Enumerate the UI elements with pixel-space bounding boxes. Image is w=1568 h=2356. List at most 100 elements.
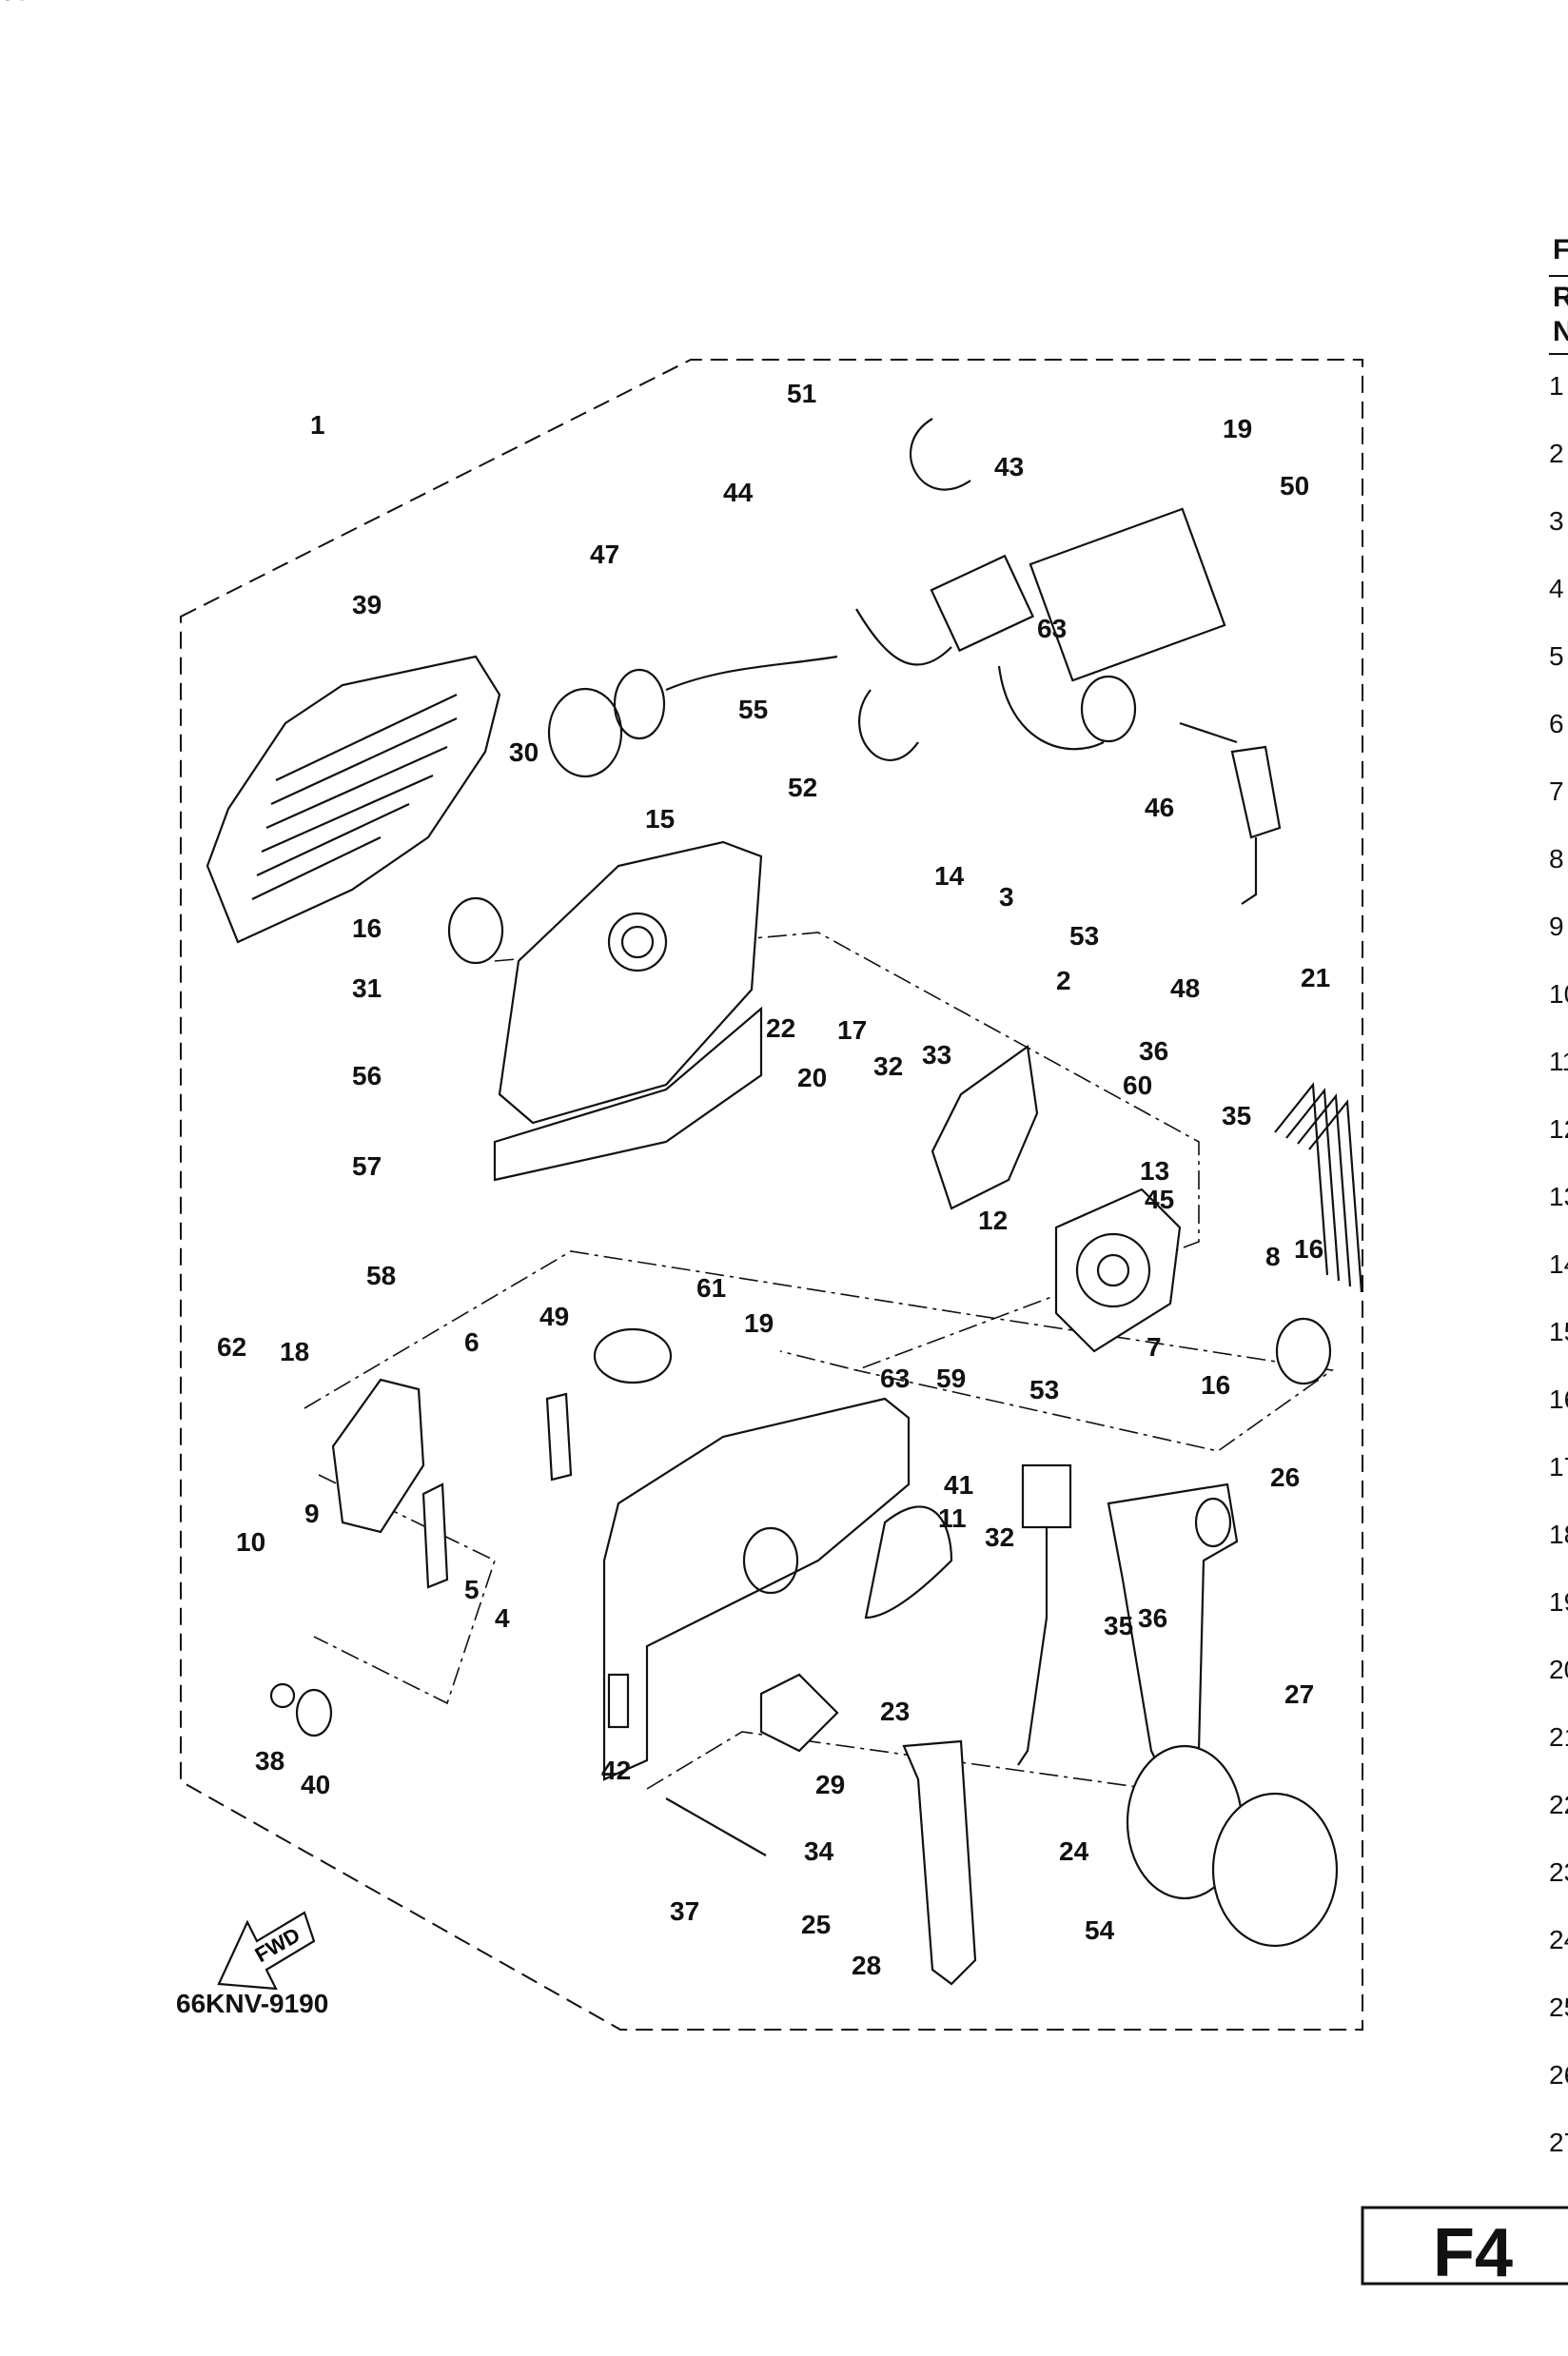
table-ref-2: 2	[1549, 439, 1564, 468]
part-bracket-plate	[931, 1045, 1039, 1210]
part-control-body	[602, 1397, 911, 1781]
callout-44: 44	[723, 478, 754, 507]
callout-5: 5	[464, 1575, 480, 1604]
callout-50: 50	[1280, 471, 1309, 501]
part-clip-upper	[909, 418, 971, 491]
table-ref-4: 4	[1549, 574, 1564, 603]
callout-9: 9	[304, 1499, 320, 1528]
callout-32: 32	[873, 1051, 903, 1081]
callout-13: 13	[1140, 1156, 1169, 1186]
callout-56: 56	[352, 1061, 382, 1090]
part-seal-right	[1275, 1317, 1332, 1385]
callout-38: 38	[255, 1746, 284, 1776]
callout-42: 42	[601, 1756, 631, 1785]
table-ref-1: 1	[1549, 371, 1564, 401]
callout-27: 27	[1284, 1679, 1314, 1709]
part-grommet	[547, 655, 838, 778]
callout-4: 4	[495, 1603, 510, 1633]
figure-tag: F4	[1433, 2215, 1513, 2291]
callout-35: 35	[1222, 1101, 1251, 1130]
part-connector	[1021, 1463, 1072, 1529]
part-shift-lever	[902, 1739, 977, 1986]
table-ref-15: 15	[1549, 1317, 1568, 1346]
table-ref-16: 16	[1549, 1384, 1568, 1414]
callout-8: 8	[1265, 1242, 1281, 1271]
part-washer	[295, 1688, 333, 1738]
callout-26: 26	[1270, 1463, 1300, 1492]
callout-7: 7	[1147, 1332, 1162, 1362]
part-link-b	[545, 1392, 573, 1482]
table-ref-11: 11	[1549, 1047, 1568, 1076]
table-ref-20: 20	[1549, 1655, 1568, 1684]
table-ref-5: 5	[1549, 641, 1564, 671]
callout-32: 32	[985, 1522, 1014, 1552]
part-friction-arc	[864, 1505, 953, 1620]
table-ref-14: 14	[1549, 1249, 1568, 1279]
table-ref-header-1: RE	[1553, 282, 1568, 313]
table-ref-27: 27	[1549, 2128, 1568, 2157]
callout-29: 29	[815, 1770, 845, 1799]
table-ref-23: 23	[1549, 1857, 1568, 1887]
callout-19: 19	[744, 1308, 774, 1338]
callout-36: 36	[1138, 1603, 1167, 1633]
part-springs	[1274, 1082, 1363, 1293]
callout-57: 57	[352, 1151, 382, 1181]
table-ref-21: 21	[1549, 1722, 1568, 1752]
part-buzzer	[593, 1327, 673, 1384]
callout-3: 3	[999, 882, 1014, 912]
figure-tag-box	[1361, 2206, 1568, 2286]
table-ref-3: 3	[1549, 506, 1564, 536]
table-ref-17: 17	[1549, 1452, 1568, 1482]
callout-46: 46	[1145, 793, 1174, 822]
callout-31: 31	[352, 973, 382, 1003]
part-main-switch	[855, 507, 1226, 751]
callout-45: 45	[1145, 1185, 1174, 1214]
callout-63: 63	[1037, 614, 1067, 643]
table-ref-header-2: NO	[1553, 316, 1568, 347]
part-long-bolt	[665, 1797, 767, 1856]
subassembly-outline-bottom	[646, 1731, 1152, 1790]
callout-51: 51	[787, 379, 816, 408]
part-bracket	[759, 1673, 839, 1753]
table-ref-column: 1234567891011121314151617181920212223242…	[1549, 371, 1568, 2157]
callout-36: 36	[1139, 1036, 1168, 1066]
callout-47: 47	[590, 540, 619, 569]
callout-65: 65	[0, 0, 29, 6]
callout-63: 63	[880, 1364, 910, 1393]
callout-16: 16	[352, 913, 382, 943]
table-ref-25: 25	[1549, 1993, 1568, 2022]
callout-48: 48	[1170, 973, 1200, 1003]
callout-10: 10	[236, 1527, 265, 1557]
part-inner-plate	[493, 840, 763, 1182]
callout-30: 30	[509, 737, 539, 767]
callout-25: 25	[801, 1910, 831, 1939]
table-ref-9: 9	[1549, 912, 1564, 941]
part-cover-grille	[206, 655, 501, 944]
callout-59: 59	[936, 1364, 966, 1393]
callout-20: 20	[797, 1063, 827, 1092]
assembly-boundary	[180, 359, 1363, 2031]
callout-15: 15	[645, 804, 675, 834]
callout-18: 18	[280, 1337, 309, 1366]
callout-55: 55	[738, 695, 768, 724]
part-nut	[269, 1682, 296, 1709]
callout-14: 14	[934, 861, 965, 891]
table-ref-7: 7	[1549, 776, 1564, 806]
callout-22: 22	[766, 1013, 795, 1043]
table-ref-18: 18	[1549, 1520, 1568, 1549]
callout-2: 2	[1056, 966, 1071, 995]
subassembly-outline-upper	[494, 932, 1200, 1371]
part-clip-lower	[858, 689, 919, 761]
part-friction-housing	[1054, 1188, 1182, 1353]
table-ref-12: 12	[1549, 1114, 1568, 1144]
callout-61: 61	[696, 1273, 726, 1303]
table-ref-10: 10	[1549, 979, 1568, 1009]
callout-6: 6	[464, 1327, 480, 1357]
callout-43: 43	[994, 452, 1024, 481]
callout-53: 53	[1069, 921, 1099, 951]
table-ref-13: 13	[1549, 1182, 1568, 1211]
parts-table-fragment: FI RE NO 1234567891011121314151617181920…	[1549, 234, 1568, 2157]
table-ref-8: 8	[1549, 844, 1564, 874]
part-link-a	[421, 1482, 449, 1589]
